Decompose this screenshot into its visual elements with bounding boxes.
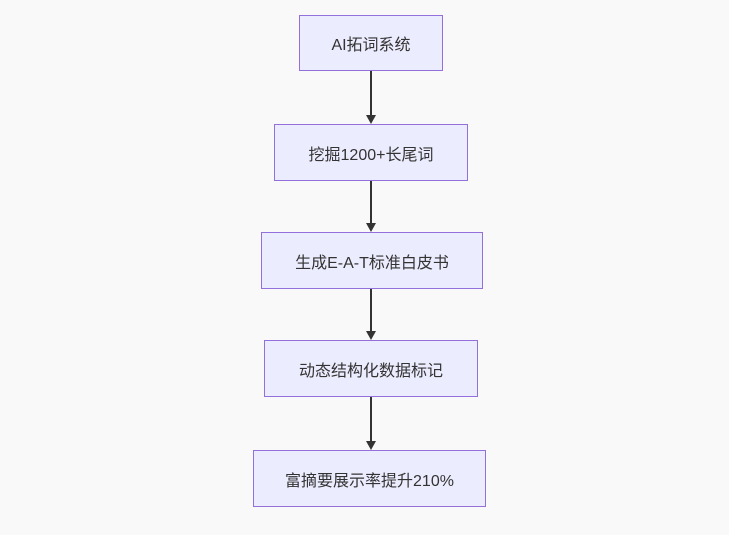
flow-node-structured-data-markup: 动态结构化数据标记	[264, 340, 478, 397]
edge-arrow-3	[366, 289, 376, 340]
arrowhead-down-icon	[366, 441, 376, 450]
flow-node-longtail-mining: 挖掘1200+长尾词	[274, 124, 468, 181]
flow-node-eat-whitepaper: 生成E-A-T标准白皮书	[261, 232, 483, 289]
flow-node-ai-word-system: AI拓词系统	[299, 15, 443, 71]
edge-line	[370, 71, 372, 115]
edge-line	[370, 289, 372, 331]
arrowhead-down-icon	[366, 331, 376, 340]
flow-node-rich-snippet-result: 富摘要展示率提升210%	[253, 450, 486, 507]
edge-arrow-4	[366, 397, 376, 450]
arrowhead-down-icon	[366, 115, 376, 124]
edge-arrow-2	[366, 181, 376, 232]
edge-line	[370, 397, 372, 441]
arrowhead-down-icon	[366, 223, 376, 232]
edge-line	[370, 181, 372, 223]
edge-arrow-1	[366, 71, 376, 124]
